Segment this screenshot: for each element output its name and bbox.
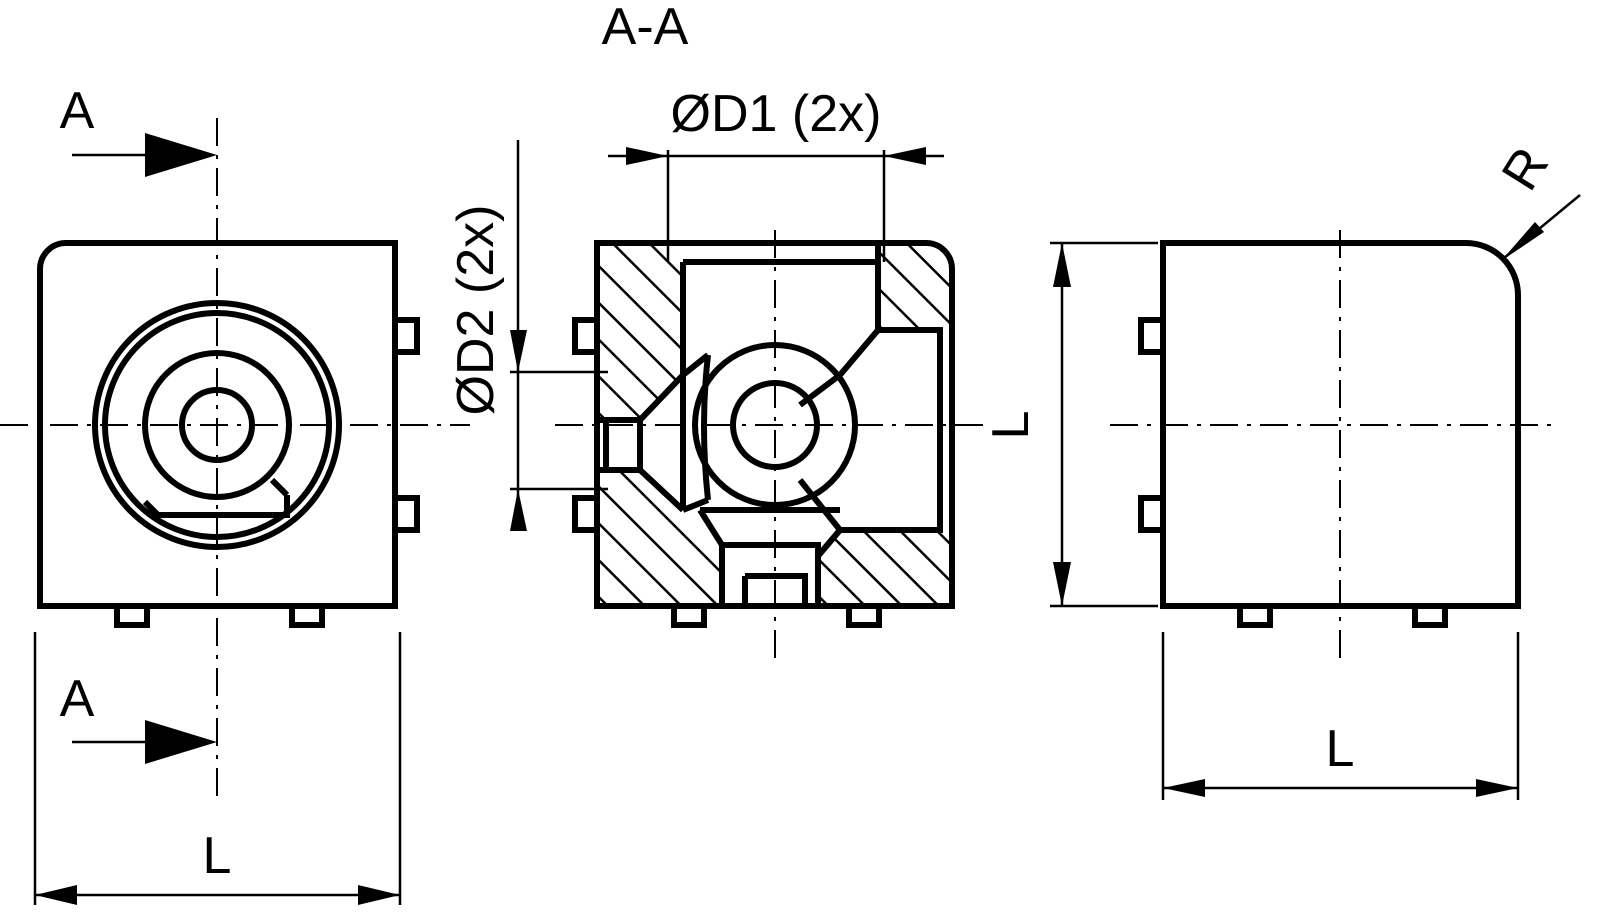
section-marker-top: A	[60, 82, 217, 177]
front-view-internal-rib-lines	[142, 495, 290, 518]
section-marker-bottom-arrowhead	[145, 720, 217, 764]
section-lower-cavity-upper	[722, 542, 821, 606]
section-title-label: A-A	[602, 0, 689, 56]
right-view-tab-bottom-right	[1412, 606, 1448, 628]
section-marker-top-label: A	[60, 82, 95, 140]
front-view-tab-right-upper	[395, 317, 420, 355]
front-view-body-outline	[37, 240, 398, 609]
section-view-a-a: A-A	[447, 0, 985, 660]
dim-radius-arrowhead	[1501, 222, 1544, 261]
section-marker-top-arrowhead	[145, 133, 217, 177]
front-view-tab-right-lower	[395, 495, 420, 533]
section-left-arc-feature	[701, 354, 711, 501]
section-view-tab-bottom-left	[671, 606, 707, 628]
dim-l-right-bottom-arrow-left	[1163, 779, 1205, 797]
dim-l-right-vert-label: L	[982, 411, 1040, 440]
dim-d2-label: ØD2 (2x)	[447, 205, 505, 416]
front-view-inner-bore-circle	[179, 387, 255, 463]
dim-l-right-bottom-label: L	[1326, 720, 1355, 778]
dim-l-right-bottom-arrow-right	[1476, 779, 1518, 797]
dim-l-front-arrow-left	[35, 885, 77, 905]
dim-d2: ØD2 (2x)	[447, 140, 608, 531]
dim-d2-arrow-top	[510, 330, 527, 372]
section-left-cone-outline	[637, 372, 686, 513]
front-view-tab-bottom-right	[289, 606, 325, 628]
section-lower-cavity-chamfer-left	[697, 508, 725, 547]
section-view-tab-bottom-right	[846, 606, 882, 628]
dim-l-right-bottom: L	[1161, 632, 1520, 800]
dim-d1-label: ØD1 (2x)	[671, 85, 882, 143]
front-view: A A L	[0, 82, 470, 905]
section-rib-lower-diagonal	[797, 478, 843, 532]
section-left-arc-join-top	[681, 352, 710, 378]
right-view-tab-left-upper	[1138, 317, 1163, 355]
section-hatch-left-lower	[597, 470, 683, 606]
right-view-tab-bottom-left	[1237, 606, 1273, 628]
section-lower-cavity-chamfer-right	[815, 528, 843, 558]
section-view-tab-left-lower	[572, 495, 597, 533]
section-central-bore-outer	[692, 342, 858, 508]
front-view-tab-bottom-left	[114, 606, 150, 628]
dim-d1-arrow-left	[626, 147, 668, 165]
section-hatch-bottom-right	[818, 530, 952, 606]
dim-d1: ØD1 (2x)	[608, 85, 944, 262]
dim-l-front-label: L	[203, 827, 232, 885]
front-view-outer-bore-circle	[92, 300, 342, 550]
front-view-mid-bore-circle	[142, 350, 292, 500]
section-hatch-top-right-corner	[878, 243, 952, 330]
section-lower-bore-pocket	[745, 573, 808, 606]
section-hatch-left-upper	[597, 243, 683, 420]
section-central-bore-inner	[730, 380, 820, 470]
dim-l-front-arrow-right	[358, 885, 400, 905]
dim-l-right-vert-arrow-top	[1053, 243, 1071, 287]
dim-l-front: L	[33, 632, 402, 905]
right-view-tab-left-lower	[1138, 495, 1163, 533]
dim-radius-label: R	[1491, 138, 1560, 201]
section-view-tab-left-upper	[572, 317, 597, 355]
section-upper-bore-cavity	[683, 259, 881, 377]
section-marker-bottom: A	[60, 670, 217, 764]
section-hatch-bottom-mid	[683, 510, 722, 606]
dim-l-right-vert-arrow-bottom	[1053, 562, 1071, 606]
front-view-internal-chamfer	[269, 477, 290, 498]
dim-d2-arrow-bottom	[510, 489, 527, 531]
front-view-second-bore-circle	[102, 310, 332, 540]
dim-l-right-vertical: L	[982, 241, 1158, 608]
right-view-body-outline	[1160, 240, 1521, 609]
dim-d1-arrow-right	[884, 147, 926, 165]
dim-radius: R	[1491, 138, 1581, 261]
section-hatch-group	[597, 243, 952, 606]
section-marker-bottom-label: A	[60, 670, 95, 728]
right-side-view: R L L	[982, 138, 1581, 800]
section-left-arc-join-bottom	[681, 497, 710, 513]
